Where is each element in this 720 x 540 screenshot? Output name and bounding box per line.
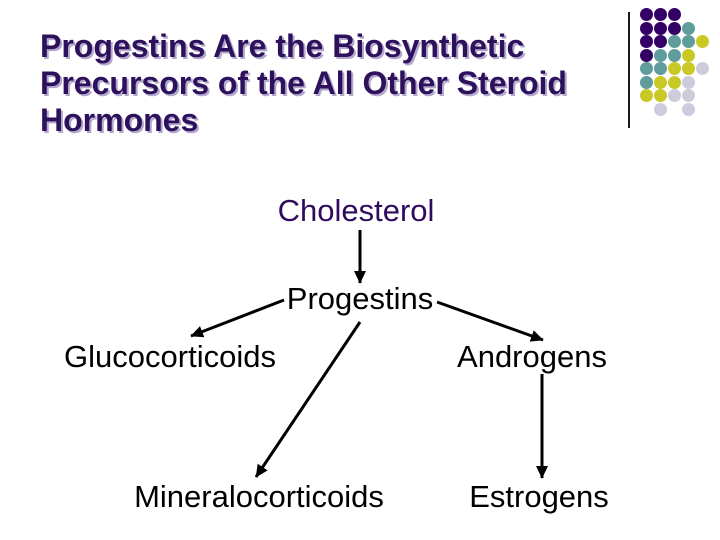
decoration-dot — [654, 102, 667, 116]
decoration-dot — [640, 8, 653, 21]
node-cholesterol: Cholesterol — [277, 193, 435, 228]
decoration-dot — [696, 35, 709, 48]
decoration-dot — [668, 62, 681, 75]
decoration-dot — [640, 21, 653, 35]
slide-title: Progestins Are the Biosynthetic Precurso… — [40, 28, 567, 139]
decoration-dot — [640, 48, 653, 62]
decoration-dot — [682, 102, 695, 116]
decoration-dot — [682, 75, 695, 89]
decoration-dot — [654, 35, 667, 48]
decoration-dot — [654, 75, 667, 89]
node-estrogens: Estrogens — [469, 479, 609, 514]
dot-decoration — [640, 8, 715, 128]
decoration-dot — [640, 75, 653, 89]
decoration-dot — [654, 48, 667, 62]
node-progestins: Progestins — [286, 281, 434, 316]
slide-title-line-1: Progestins Are the Biosynthetic — [40, 28, 525, 64]
decoration-vertical-line — [628, 12, 630, 128]
decoration-dot — [654, 8, 667, 21]
decoration-dot — [654, 21, 667, 35]
slide-title-line-3: Hormones — [40, 102, 199, 138]
decoration-dot — [668, 8, 681, 21]
decoration-dot — [682, 62, 695, 75]
decoration-dot — [682, 48, 695, 62]
decoration-dot — [668, 48, 681, 62]
arrow-progestins-to-androgens — [436, 300, 544, 342]
decoration-dot — [668, 89, 681, 102]
decoration-dot — [682, 35, 695, 48]
decoration-dot — [668, 35, 681, 48]
arrow-progestins-to-glucocorticoids — [190, 298, 285, 338]
node-androgens: Androgens — [457, 339, 607, 374]
decoration-dot — [640, 89, 653, 102]
decoration-dot — [640, 35, 653, 48]
decoration-dot — [696, 62, 709, 75]
slide-title-line-2: Precursors of the All Other Steroid — [40, 65, 567, 101]
decoration-dot — [654, 62, 667, 75]
node-glucocorticoids: Glucocorticoids — [64, 339, 276, 374]
decoration-dot — [640, 62, 653, 75]
node-mineralocorticoids: Mineralocorticoids — [134, 479, 384, 514]
decoration-dot — [654, 89, 667, 102]
decoration-dot — [682, 89, 695, 102]
decoration-dot — [668, 75, 681, 89]
decoration-dot — [668, 21, 681, 35]
decoration-dot — [682, 21, 695, 35]
